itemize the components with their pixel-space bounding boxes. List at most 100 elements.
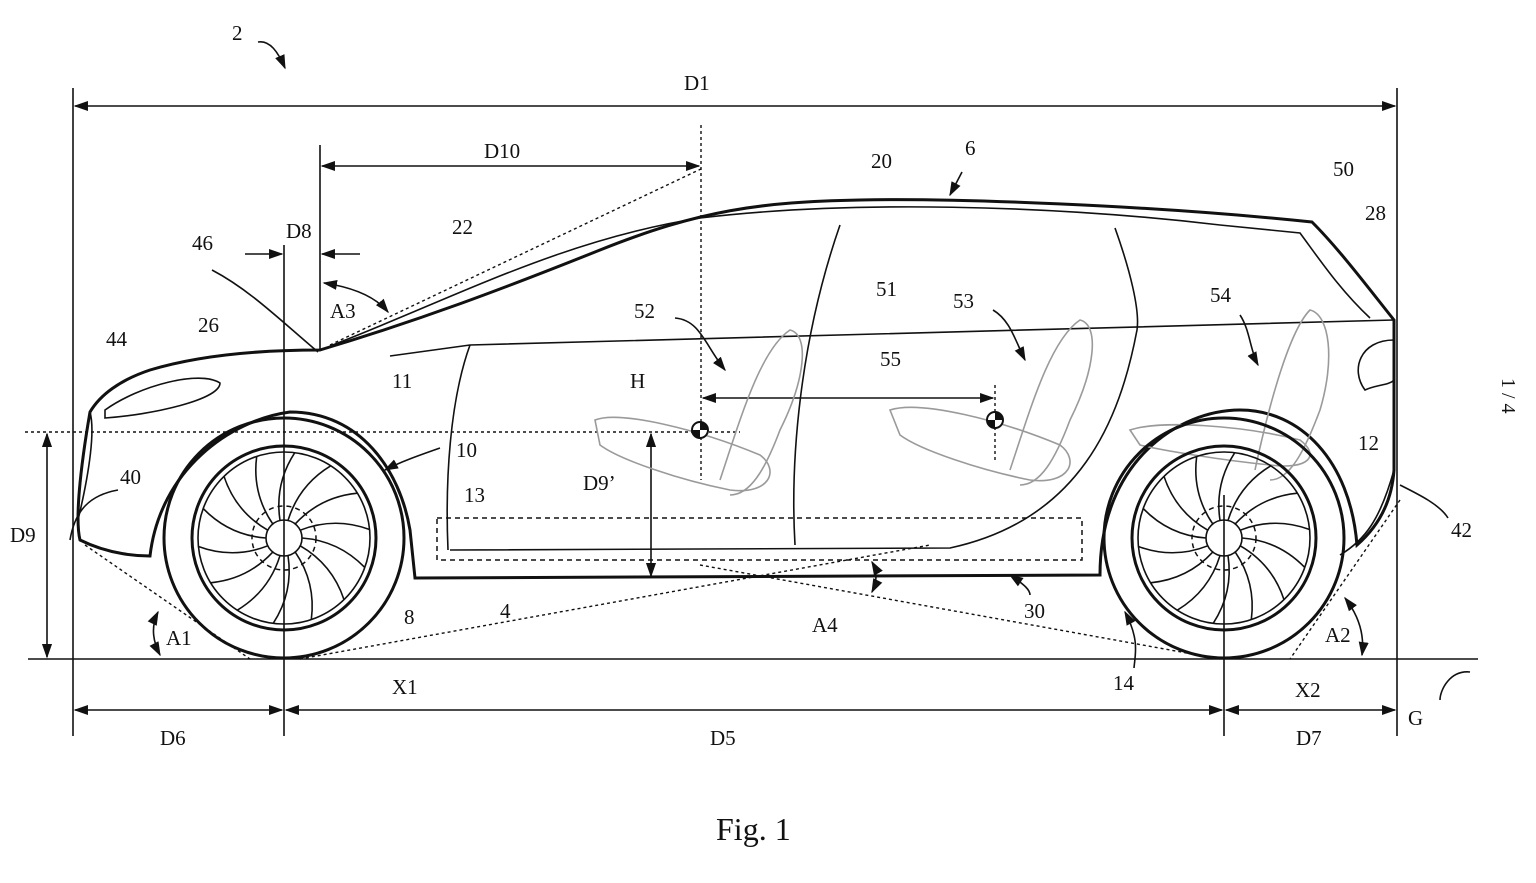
label-42: 42 [1451, 518, 1472, 542]
label-20: 20 [871, 149, 892, 173]
label-50: 50 [1333, 157, 1354, 181]
label-2: 2 [232, 21, 243, 45]
vehicle-leader-arrow [257, 41, 286, 70]
front-bumper-leader [69, 489, 119, 541]
wheel-spoke [1163, 476, 1209, 531]
label-30: 30 [1024, 599, 1045, 623]
windscreen-angle-line [329, 167, 704, 346]
wheel-spoke [287, 465, 332, 521]
wheel-spoke [202, 507, 267, 539]
label-55: 55 [880, 347, 901, 371]
wheel-spoke [1195, 456, 1214, 525]
label-8: 8 [404, 605, 415, 629]
front-bumper-line [77, 411, 93, 521]
label-x1: X1 [392, 675, 418, 699]
label-10: 10 [456, 438, 477, 462]
front-wheel [162, 416, 406, 660]
label-a2: A2 [1325, 623, 1351, 647]
label-28: 28 [1365, 201, 1386, 225]
label-d7: D7 [1296, 726, 1322, 750]
wheel-spoke [301, 537, 366, 569]
wheel-spoke [1227, 465, 1272, 521]
wheel-spoke [1176, 555, 1221, 611]
label-13: 13 [464, 483, 485, 507]
label-46: 46 [192, 231, 213, 255]
arch-leader-arrow [383, 447, 441, 471]
label-h: H [630, 369, 645, 393]
wheel-spoke [272, 555, 290, 624]
wheel-spoke [1138, 545, 1209, 554]
wheel-spoke [278, 452, 296, 521]
wheel-spoke [255, 456, 274, 525]
rear-door-line [449, 227, 1139, 551]
label-g: G [1408, 706, 1423, 730]
wheel-spoke [1241, 537, 1306, 569]
wheel-spoke [1234, 492, 1298, 525]
label-51: 51 [876, 277, 897, 301]
label-d5: D5 [710, 726, 736, 750]
breakover-line-front [299, 544, 931, 660]
label-44: 44 [106, 327, 128, 351]
roof-inner-line [329, 206, 1371, 347]
wheel-spoke [1150, 551, 1214, 584]
battery-pack-outline [436, 517, 1083, 561]
label-4: 4 [500, 599, 511, 623]
a1-arc [147, 610, 161, 657]
label-d6: D6 [160, 726, 186, 750]
label-40: 40 [120, 465, 141, 489]
label-12: 12 [1358, 431, 1379, 455]
sheet-number: 1 / 4 [1497, 378, 1519, 414]
wheel-spoke [236, 555, 281, 611]
label-d1: D1 [684, 71, 710, 95]
a2-arc [1344, 596, 1369, 657]
label-14: 14 [1113, 671, 1135, 695]
rear-bumper-line [1339, 469, 1395, 556]
wheel-spoke [223, 476, 269, 531]
departure-angle-line [1289, 499, 1401, 660]
seat-row-1 [594, 329, 804, 496]
label-x2: X2 [1295, 678, 1321, 702]
wheel-spoke [198, 545, 269, 554]
seat-row-3 [1128, 309, 1330, 481]
figure-caption: Fig. 1 [716, 811, 791, 847]
label-a1: A1 [166, 626, 192, 650]
seat1-leader-arrow [674, 317, 726, 372]
label-26: 26 [198, 313, 219, 337]
wheel-spoke [1239, 522, 1310, 531]
label-d10: D10 [484, 139, 520, 163]
label-53: 53 [953, 289, 974, 313]
wheel-spoke [1142, 507, 1207, 539]
rear-bumper-leader [1399, 484, 1449, 519]
headlamp-shape [104, 377, 221, 419]
wheel-spoke [1218, 452, 1236, 521]
wheel-spoke [299, 522, 370, 531]
vehicle-body-outline [76, 198, 1396, 580]
b-pillar-line [793, 224, 841, 546]
label-d9: D9 [10, 523, 36, 547]
a3-arc [322, 279, 389, 314]
breakover-line-rear [699, 564, 1221, 660]
wheel-spoke [294, 551, 313, 620]
label-52: 52 [634, 299, 655, 323]
label-a4: A4 [812, 613, 838, 637]
seat-row-2 [888, 319, 1094, 486]
wheel-spoke [299, 545, 345, 600]
wheel-spoke [294, 492, 358, 525]
seat2-leader-arrow [992, 309, 1026, 362]
label-54: 54 [1210, 283, 1232, 307]
label-d8: D8 [286, 219, 312, 243]
ground-leader [1439, 671, 1471, 701]
label-d9-prime: D9’ [583, 471, 616, 495]
body-leader-arrow [949, 171, 963, 197]
hip-point-rear [986, 411, 1004, 429]
wheel-spoke [210, 551, 274, 584]
rear-wheel [1102, 416, 1346, 660]
front-door-line [446, 344, 471, 551]
windscreen-base-leader [211, 269, 319, 353]
wheel-spoke [1212, 555, 1230, 624]
tail-lamp [1357, 339, 1395, 392]
wheel-spoke [1239, 545, 1285, 600]
label-6: 6 [965, 136, 976, 160]
label-11: 11 [392, 369, 412, 393]
